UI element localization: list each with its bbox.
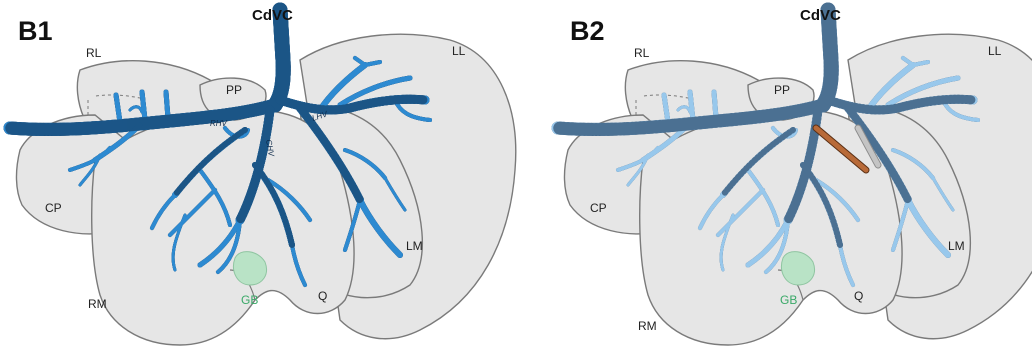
cdvc-title-b1: CdVC [252, 7, 293, 24]
lobe-label-pp-b2: PP [774, 83, 790, 97]
lobe-label-rl-b2: RL [634, 46, 650, 60]
lobe-label-q-b2: Q [854, 289, 863, 303]
gb-label-b2: GB [780, 293, 797, 307]
panel-label-b2: B2 [570, 16, 605, 46]
lobe-label-cp: CP [45, 201, 62, 215]
lobe-label-ll: LL [452, 44, 466, 58]
gb-label-b1: GB [241, 293, 258, 307]
lobe-label-rl: RL [86, 46, 102, 60]
lobe-label-lm: LM [406, 239, 423, 253]
lobe-label-pp: PP [226, 83, 242, 97]
panel-b1: B1 CdVC RL LL PP CP LM RM Q GB RHV LHV C… [10, 7, 516, 345]
lobe-label-lm-b2: LM [948, 239, 965, 253]
vein-label-rhv: RHV [210, 119, 228, 128]
panel-b2: B2 CdVC RL LL PP CP LM RM Q GB [558, 7, 1032, 345]
panel-label-b1: B1 [18, 16, 53, 46]
lobe-label-rm: RM [88, 297, 107, 311]
lobe-label-rm-b2: RM [638, 319, 657, 333]
lobe-label-ll-b2: LL [988, 44, 1002, 58]
lobe-label-q: Q [318, 289, 327, 303]
lobe-label-cp-b2: CP [590, 201, 607, 215]
cdvc-title-b2: CdVC [800, 7, 841, 24]
